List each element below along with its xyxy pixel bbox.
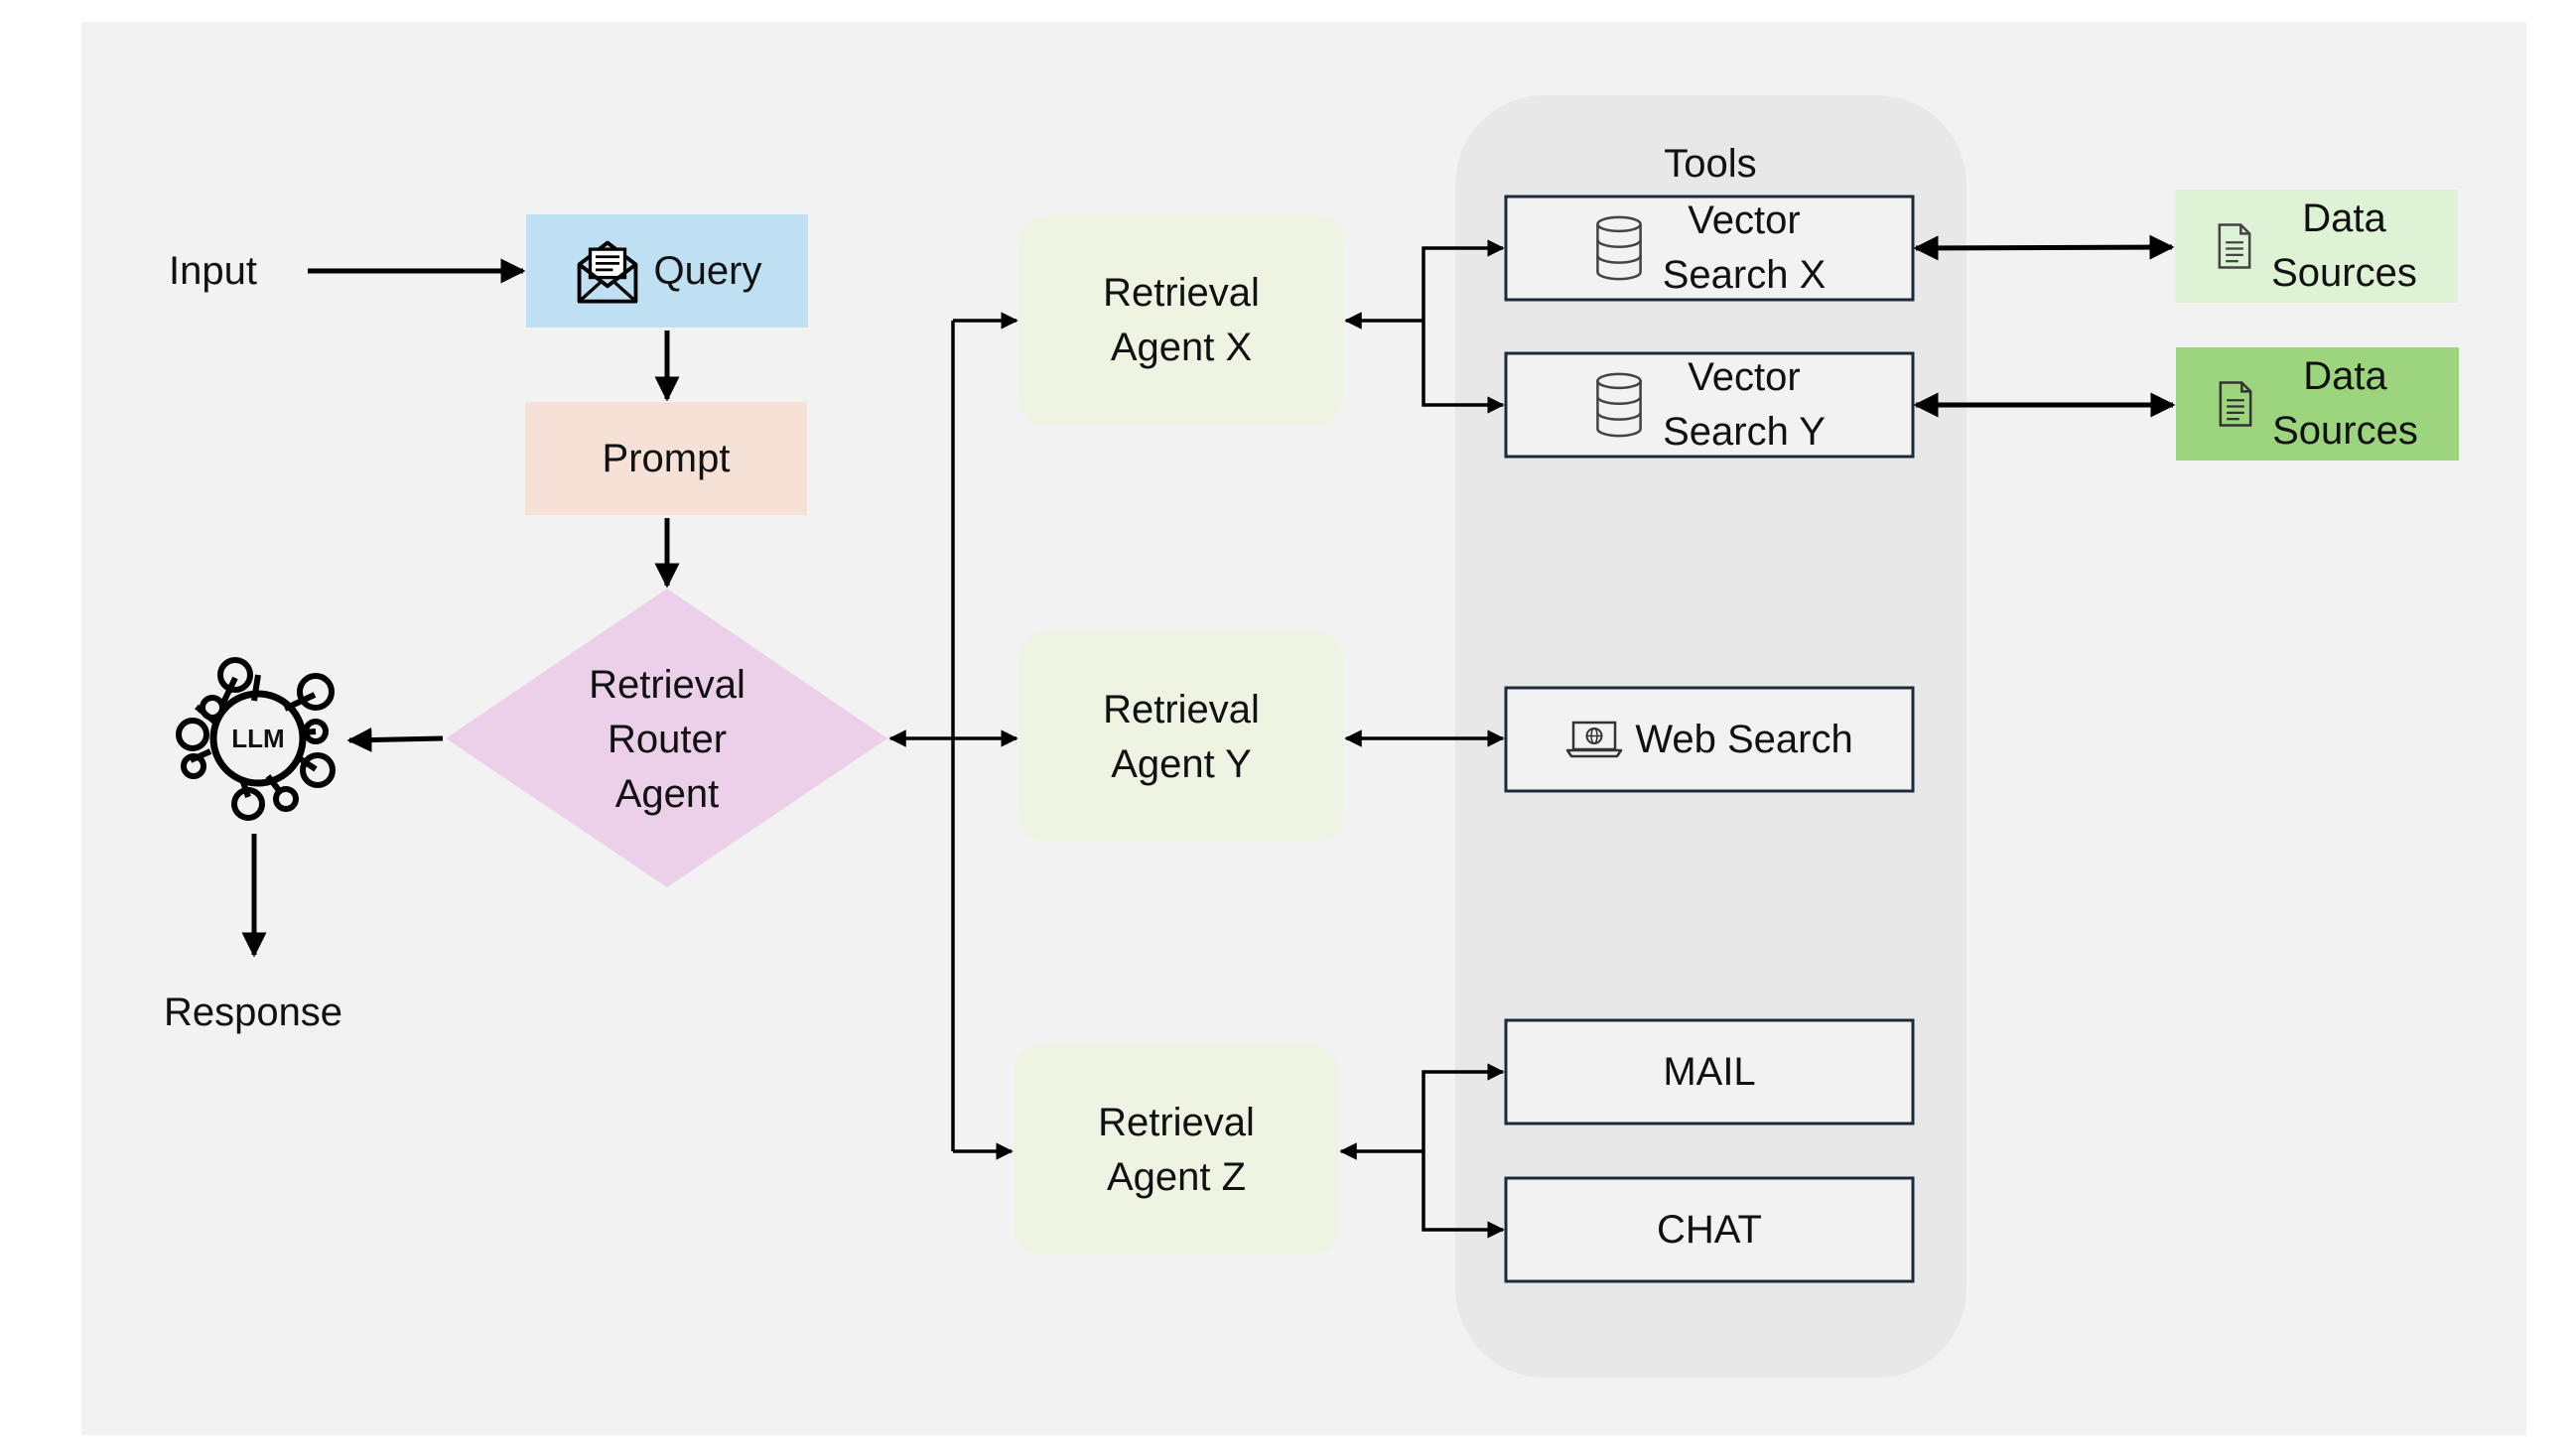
prompt-box [525,402,807,515]
agent-y-box [1019,632,1343,842]
vector-search-y-box [1504,351,1915,459]
input-label: Input [169,248,257,293]
data-sources-1-box [2175,190,2458,303]
data-sources-1-node: Data Sources [2175,190,2458,303]
agent-x-label: Retrieval Agent X [1103,270,1260,369]
vector-search-y-label: Vector Search Y [1663,355,1826,454]
laptop-globe-icon [1566,721,1623,758]
llm-network-icon [176,657,336,821]
arrow-junction-chat [1422,1151,1505,1239]
document-icon [2219,381,2252,427]
database-icon [1595,215,1642,281]
data-sources-2-node: Data Sources [2176,347,2459,461]
query-node: Query [526,214,808,328]
data-sources-2-label: Data Sources [2272,354,2418,453]
mail-envelope-icon [577,240,637,304]
mail-box [1504,1018,1915,1125]
data-sources-1-label: Data Sources [2271,197,2417,295]
document-icon [2218,223,2251,269]
arrow-junction-mail [1422,1063,1505,1151]
arrow-junction-vector-x [1422,239,1505,321]
vector-search-y-node: Vector Search Y [1506,353,1913,457]
database-icon [1596,372,1642,438]
vector-search-x-label: Vector Search X [1662,199,1827,297]
router-label: Retrieval Router Agent [589,662,745,816]
chat-label: CHAT [1657,1207,1762,1252]
mail-label: MAIL [1663,1049,1756,1094]
llm-label: LLM [231,724,285,753]
prompt-label: Prompt [602,436,731,480]
arrow-junction-vector-y [1422,321,1505,414]
data-sources-2-box [2176,347,2459,461]
query-label: Query [653,248,762,293]
router-diamond [446,589,887,887]
vector-search-x-box [1504,195,1915,302]
chat-box [1504,1176,1915,1283]
response-label: Response [163,990,343,1034]
agent-x-box [1019,215,1343,425]
arrow-vector-x-data-sources [1913,234,2175,261]
tools-title: Tools [1664,141,1757,186]
agent-y-label: Retrieval Agent Y [1103,687,1260,786]
agent-z-label: Retrieval Agent Z [1098,1101,1255,1199]
web-search-node: Web Search [1506,688,1913,791]
web-search-label: Web Search [1635,717,1853,761]
arrow-router-llm [346,728,444,753]
vector-search-x-node: Vector Search X [1506,197,1913,300]
query-box [526,214,808,328]
agent-z-box [1015,1045,1338,1256]
